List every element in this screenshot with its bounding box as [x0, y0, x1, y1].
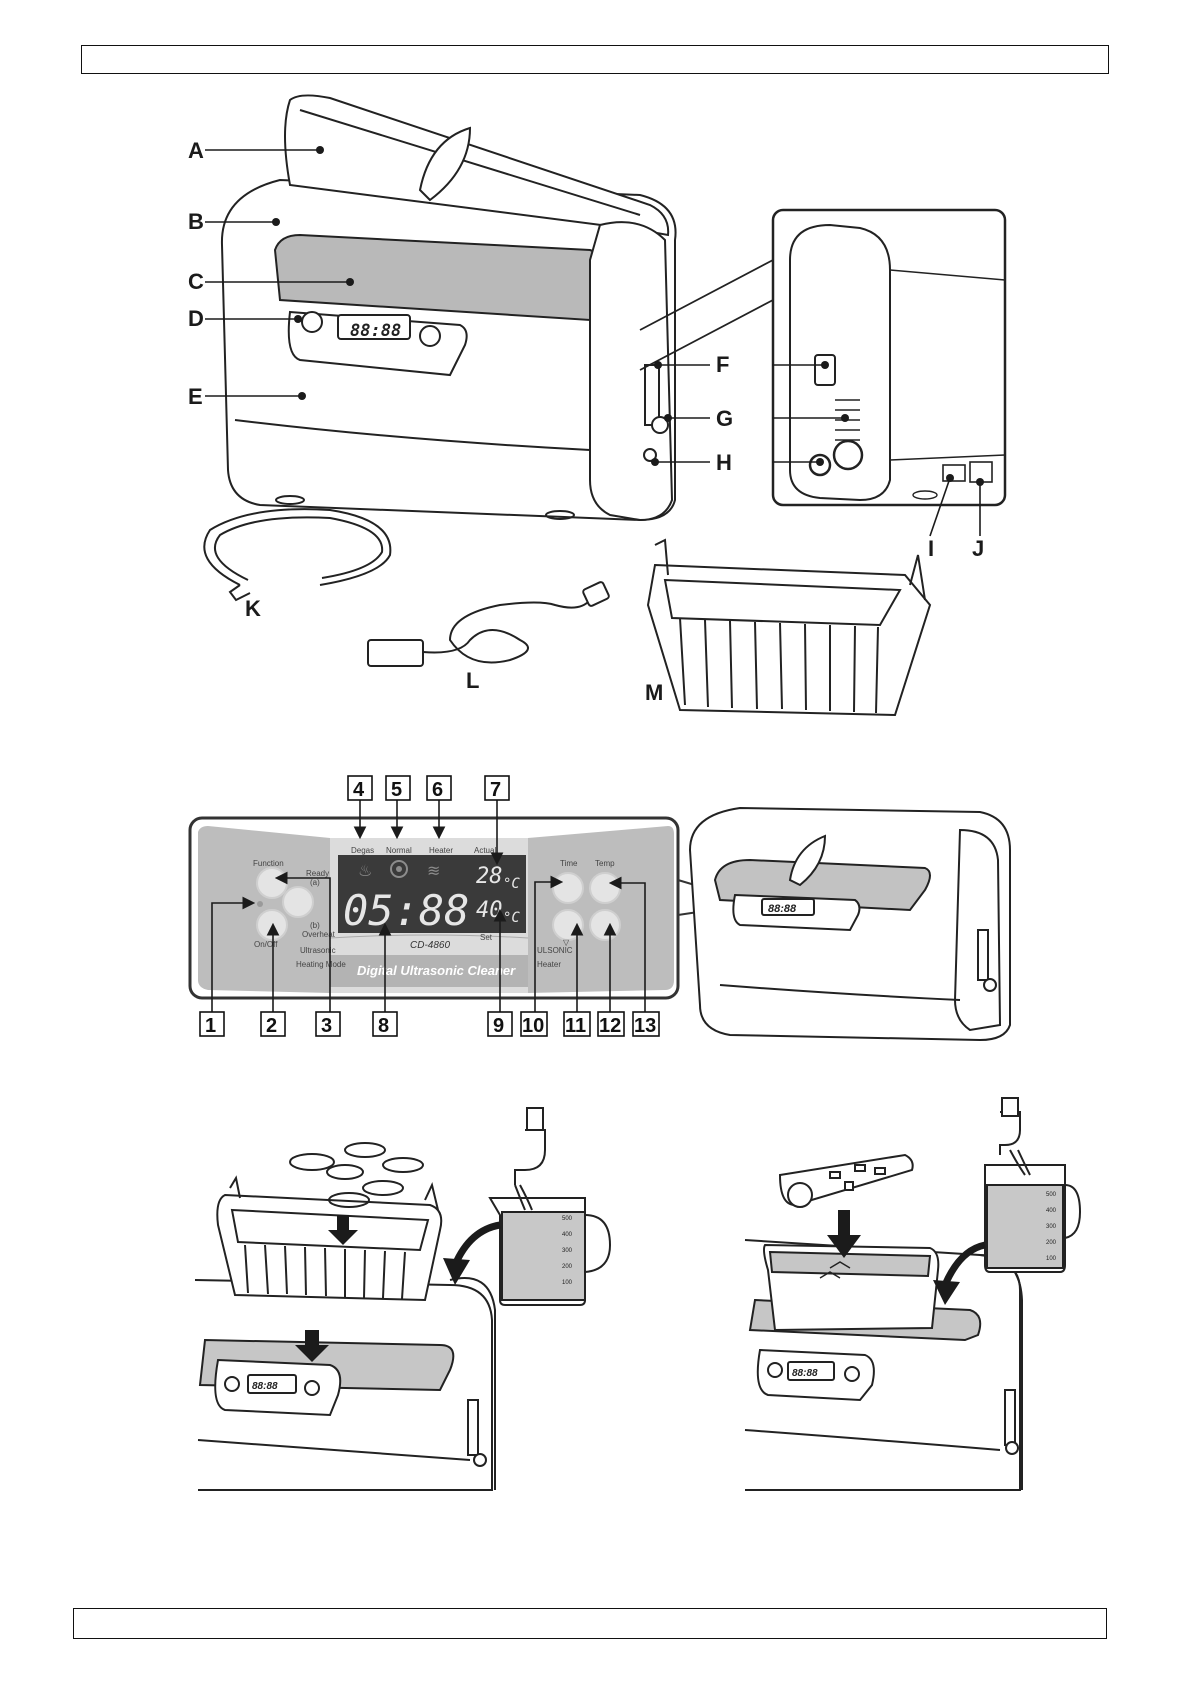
badge-right-2: Heater — [537, 960, 561, 969]
number-box-11: 11 — [564, 1012, 590, 1037]
ready-label: Ready — [306, 869, 329, 878]
time-button[interactable] — [553, 873, 583, 903]
degas-label: Degas — [351, 846, 374, 855]
svg-text:4: 4 — [353, 779, 365, 801]
time-label: Time — [560, 859, 578, 868]
figure-3-usage-steps: 500 400 300 200 100 88:88 — [195, 1098, 1080, 1490]
callout-C: C — [188, 269, 204, 294]
ready-button[interactable] — [283, 887, 313, 917]
callout-B: B — [188, 209, 204, 234]
svg-text:400: 400 — [1046, 1208, 1057, 1214]
svg-text:300: 300 — [1046, 1224, 1057, 1230]
callout-D: D — [188, 306, 204, 331]
number-box-13: 13 — [633, 1012, 659, 1037]
svg-text:13: 13 — [634, 1015, 656, 1037]
badge-left-2: Heating Mode — [296, 960, 346, 969]
left-unit-display: 88:88 — [252, 1381, 278, 1392]
actual-temp-display: 28 — [476, 864, 503, 889]
svg-text:3: 3 — [321, 1015, 332, 1037]
set-temp-display: 40 — [476, 898, 503, 923]
set-label: Set — [480, 933, 493, 942]
heater-icon: ≋ — [427, 863, 440, 880]
svg-text:500: 500 — [562, 1216, 573, 1222]
number-box-8: 8 — [373, 1012, 397, 1037]
callout-L: L — [466, 668, 479, 693]
svg-text:9: 9 — [493, 1015, 504, 1037]
svg-text:200: 200 — [562, 1264, 573, 1270]
number-box-7: 7 — [485, 776, 509, 801]
number-box-9: 9 — [488, 1012, 512, 1037]
set-temp-unit: °C — [503, 910, 520, 926]
inset-unit-illustration — [690, 808, 1010, 1040]
overheat-mark: (b) — [310, 921, 320, 930]
function-label: Function — [253, 859, 284, 868]
ready-mark: (a) — [310, 878, 320, 887]
right-unit-display: 88:88 — [792, 1368, 818, 1379]
figure-2-control-panel: ♨ ≋ Function Ready (a) On/Off (b) Overhe… — [190, 776, 1010, 1040]
svg-text:400: 400 — [562, 1232, 573, 1238]
svg-text:500: 500 — [1046, 1192, 1057, 1198]
svg-text:12: 12 — [599, 1015, 621, 1037]
actual-temp-unit: °C — [503, 876, 520, 892]
step-right-illustration — [745, 1098, 1080, 1490]
number-box-5: 5 — [386, 776, 410, 801]
heater-label: Heater — [429, 846, 453, 855]
number-box-4: 4 — [348, 776, 372, 801]
number-box-1: 1 — [200, 1012, 224, 1037]
time-display: 05:88 — [343, 886, 469, 935]
number-box-3: 3 — [316, 1012, 340, 1037]
inset-display-text: 88:88 — [768, 903, 797, 915]
svg-text:200: 200 — [1046, 1240, 1057, 1246]
actual-label: Actual — [474, 846, 496, 855]
brand-strip-text: Digital Ultrasonic Cleaner — [357, 963, 516, 978]
callout-J: J — [972, 536, 984, 561]
number-box-6: 6 — [427, 776, 451, 801]
svg-text:100: 100 — [562, 1280, 573, 1286]
power-cord-illustration — [368, 581, 610, 666]
number-box-12: 12 — [598, 1012, 624, 1037]
figure-1-cleaner-overview: 88:88 — [188, 95, 1005, 715]
svg-text:11: 11 — [565, 1015, 586, 1037]
degas-icon: ♨ — [358, 863, 372, 880]
svg-text:6: 6 — [432, 779, 443, 801]
step-left-illustration — [195, 1108, 610, 1490]
temp-label: Temp — [595, 859, 615, 868]
number-box-10: 10 — [521, 1012, 547, 1037]
pour-arrow-icon — [455, 1225, 500, 1265]
svg-text:10: 10 — [522, 1015, 544, 1037]
up-button[interactable] — [590, 910, 620, 940]
temp-button[interactable] — [590, 873, 620, 903]
callout-M: M — [645, 680, 663, 705]
normal-label: Normal — [386, 846, 412, 855]
ultrasonic-cleaner-illustration — [222, 95, 676, 520]
model-label: CD-4860 — [410, 940, 450, 951]
onoff-button[interactable] — [257, 910, 287, 940]
svg-text:8: 8 — [378, 1015, 389, 1037]
callout-G: G — [716, 406, 733, 431]
number-box-2: 2 — [261, 1012, 285, 1037]
svg-text:7: 7 — [490, 779, 501, 801]
callout-K: K — [245, 596, 261, 621]
onoff-label: On/Off — [254, 940, 278, 949]
svg-text:100: 100 — [1046, 1256, 1057, 1262]
svg-text:2: 2 — [266, 1015, 277, 1037]
svg-text:1: 1 — [205, 1015, 216, 1037]
svg-text:5: 5 — [391, 779, 402, 801]
callout-A: A — [188, 138, 204, 163]
svg-text:300: 300 — [562, 1248, 573, 1254]
callout-H: H — [716, 450, 732, 475]
callout-F: F — [716, 352, 729, 377]
function-button[interactable] — [257, 868, 287, 898]
basket-illustration — [648, 540, 930, 715]
badge-right-1: ULSONIC — [537, 946, 573, 955]
drain-hose-illustration — [204, 509, 390, 600]
unit-display-text: 88:88 — [350, 321, 401, 341]
callout-I: I — [928, 536, 934, 561]
callout-E: E — [188, 384, 203, 409]
down-button[interactable] — [553, 910, 583, 940]
